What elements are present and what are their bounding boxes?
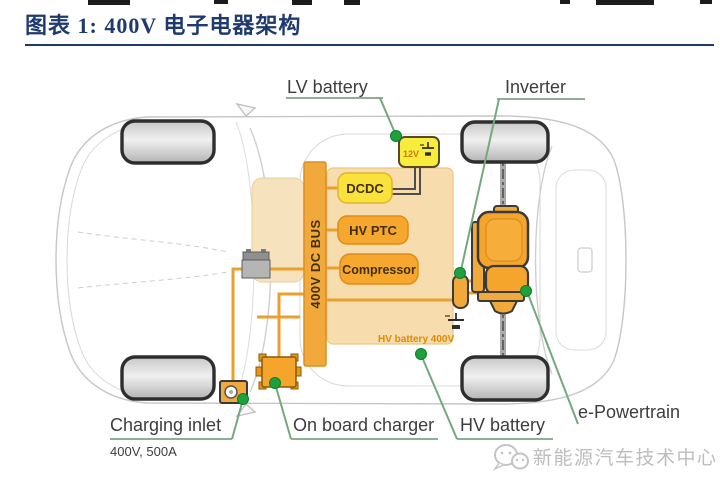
cropped-text-fragment [88, 0, 130, 5]
cropped-text-fragment [214, 0, 228, 4]
hv-ptc-label: HV PTC [349, 223, 397, 238]
cropped-text-fragment [596, 0, 654, 5]
inverter-dot [454, 267, 466, 279]
hv-battery-panel-label: HV battery 400V [378, 334, 454, 345]
car-outline [55, 102, 627, 418]
wheel-rear-left [460, 120, 550, 164]
on-board-charger-dot [269, 377, 281, 389]
cropped-text-fragment [560, 0, 570, 4]
callout-dots [237, 130, 532, 405]
architecture-diagram: 400V DC BUS DCDC HV PTC Compressor 12V [55, 77, 718, 471]
lv-battery-box: 12V [398, 136, 440, 168]
on-board-charger-callout: On board charger [293, 415, 434, 435]
charging-inlet-callout: Charging inlet [110, 415, 221, 435]
lv-battery-voltage: 12V [403, 149, 419, 159]
lv-battery-callout: LV battery [287, 77, 368, 97]
charging-inlet-dot [237, 393, 249, 405]
lv-wire [392, 166, 421, 195]
compressor-label: Compressor [342, 263, 416, 277]
e-powertrain-callout: e-Powertrain [578, 402, 680, 422]
inverter-callout: Inverter [505, 77, 566, 97]
wheel-front-left [120, 119, 216, 165]
side-mirror [235, 102, 257, 118]
title-rule [25, 44, 714, 46]
cropped-text-fragment [344, 0, 360, 5]
wechat-logo-icon [492, 444, 529, 471]
dcdc-label: DCDC [346, 181, 384, 196]
hv-ptc-box: HV PTC [337, 215, 409, 245]
dc-bus-label: 400V DC BUS [308, 219, 323, 308]
side-mirror [235, 402, 257, 418]
watermark-text: 新能源汽车技术中心 [533, 447, 718, 469]
compressor-box: Compressor [339, 253, 419, 285]
cropped-text-fragment [292, 0, 312, 5]
inverter-box [452, 274, 469, 309]
wheel-front-right [120, 355, 216, 401]
hv-battery-callout: HV battery [460, 415, 545, 435]
lv-battery-dot [390, 130, 402, 142]
e-powertrain-assembly [471, 205, 530, 315]
hv-battery-symbol-icon [445, 313, 464, 329]
e-powertrain-dot [520, 285, 532, 297]
figure-title: 图表 1: 400V 电子电器架构 [25, 13, 302, 38]
dcdc-box: DCDC [337, 172, 393, 204]
watermark: 新能源汽车技术中心 [492, 444, 718, 471]
charging-inlet-spec: 400V, 500A [110, 444, 177, 459]
wheel-rear-right [460, 355, 550, 402]
cropped-text-fragment [700, 0, 712, 4]
battery-symbol-icon [420, 142, 434, 156]
hv-battery-dot [415, 348, 427, 360]
dc-bus-bar: 400V DC BUS [303, 161, 327, 367]
gray-component-box [241, 249, 271, 279]
callout-leaders [110, 97, 585, 440]
